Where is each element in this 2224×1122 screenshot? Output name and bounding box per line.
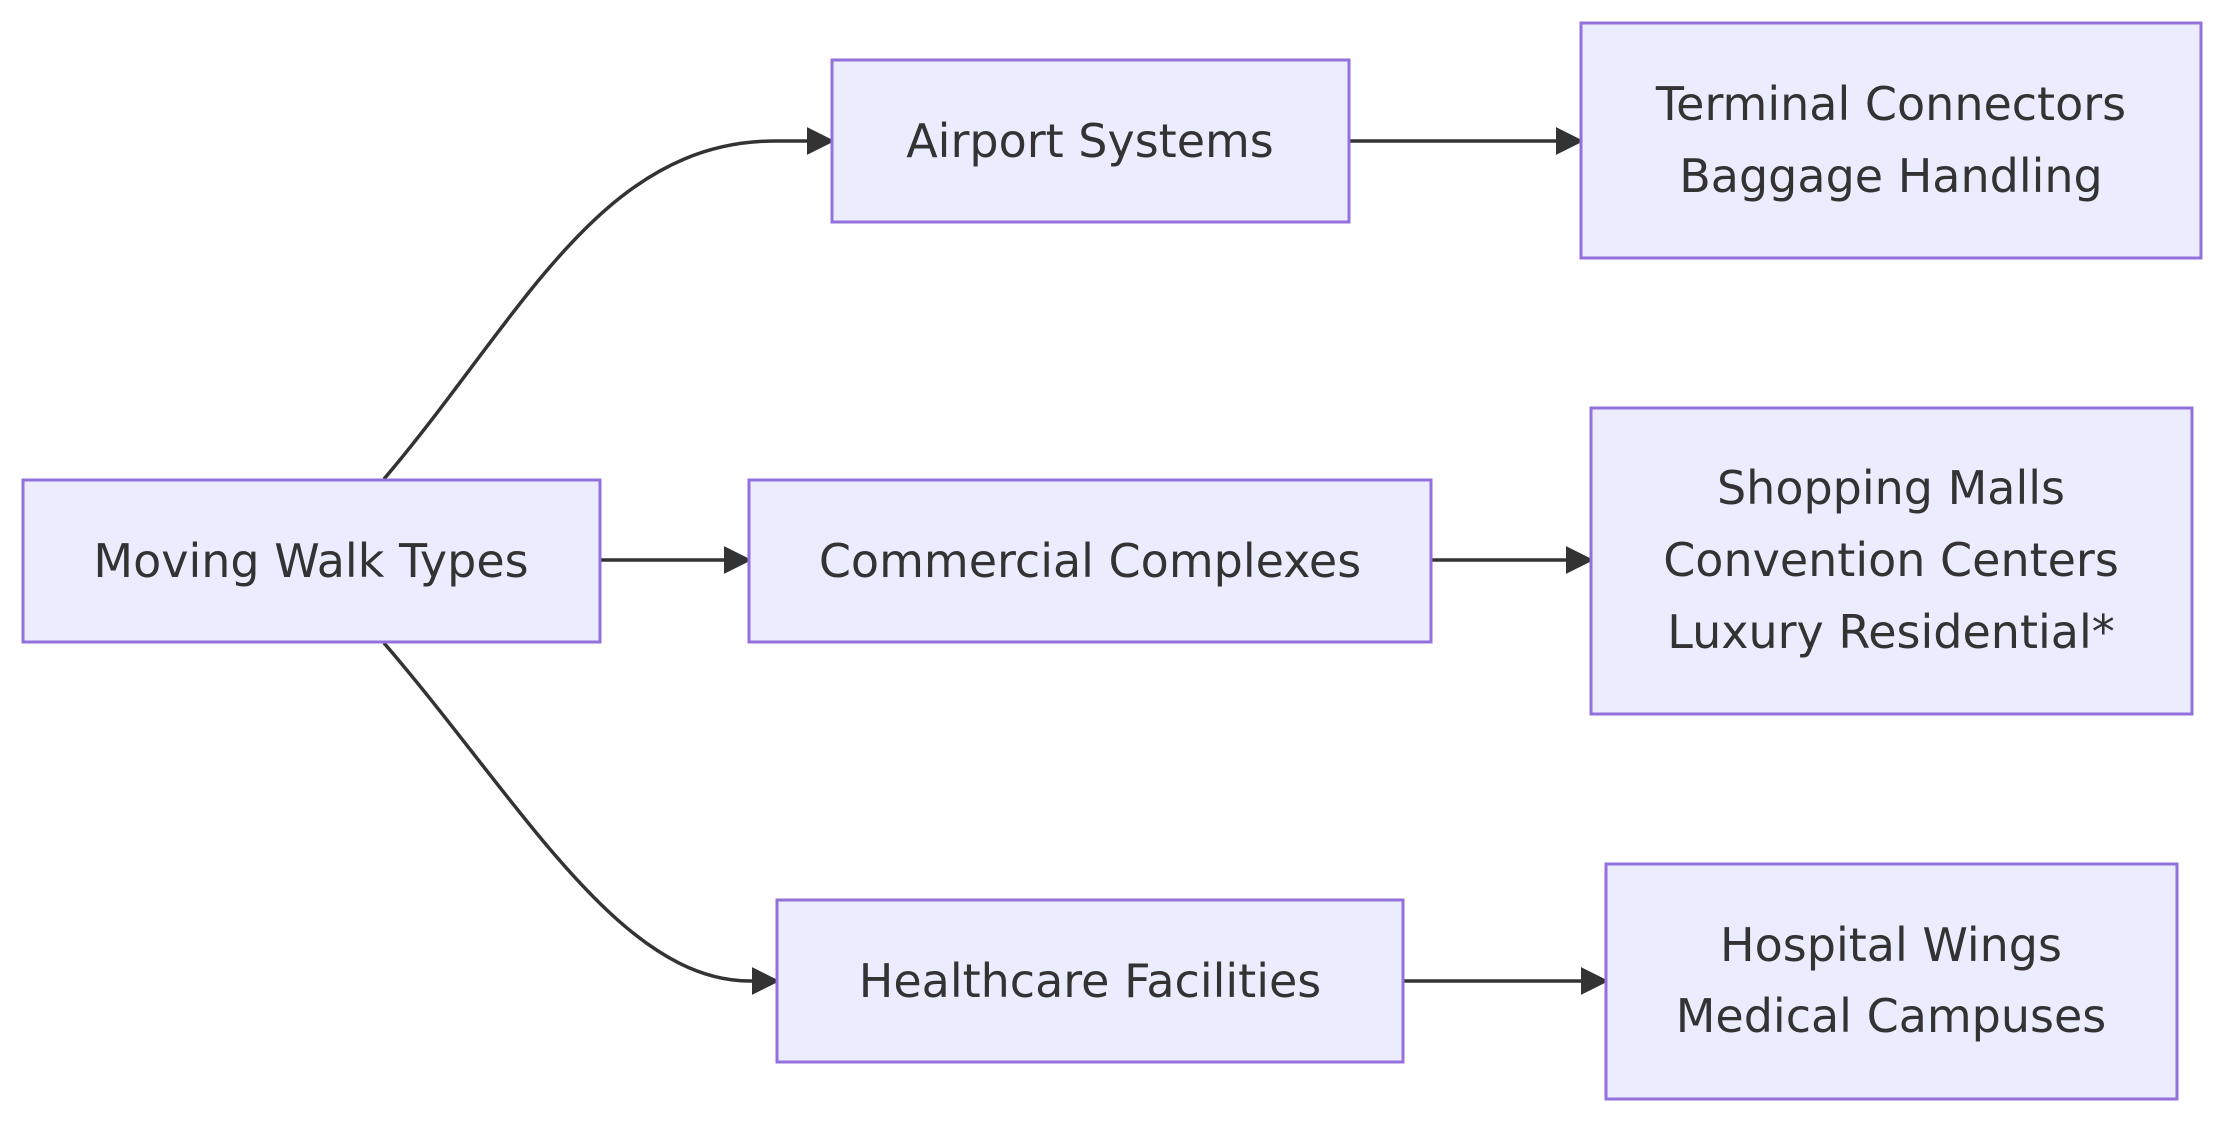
node-box <box>747 478 1433 644</box>
node-healthcare-facilities: Healthcare Facilities <box>775 898 1405 1064</box>
node-airport-systems: Airport Systems <box>830 58 1351 224</box>
node-box <box>1604 862 2179 1101</box>
node-label-line-3: Luxury Residential* <box>1667 605 2115 659</box>
node-box <box>830 58 1351 224</box>
node-label-line-2: Convention Centers <box>1663 533 2119 587</box>
node-box <box>21 478 602 644</box>
node-box <box>1579 21 2203 260</box>
node-commercial-complexes: Commercial Complexes <box>747 478 1433 644</box>
node-box <box>775 898 1405 1064</box>
node-label: Commercial Complexes <box>819 534 1361 588</box>
node-healthcare-applications: Hospital Wings Medical Campuses <box>1604 862 2179 1101</box>
node-label: Moving Walk Types <box>93 534 528 588</box>
node-box <box>1589 406 2194 716</box>
node-label: Airport Systems <box>906 114 1274 168</box>
node-moving-walk-types: Moving Walk Types <box>21 478 602 644</box>
node-label-line-1: Terminal Connectors <box>1655 77 2126 131</box>
edge-root-to-airport <box>382 127 835 481</box>
node-airport-applications: Terminal Connectors Baggage Handling <box>1579 21 2203 260</box>
node-label: Healthcare Facilities <box>859 954 1322 1008</box>
edge-root-to-healthcare <box>382 641 780 995</box>
node-label-line-1: Shopping Malls <box>1717 461 2065 515</box>
node-label-line-2: Baggage Handling <box>1679 149 2103 203</box>
node-label-line-1: Hospital Wings <box>1720 918 2062 972</box>
node-label-line-2: Medical Campuses <box>1676 989 2107 1043</box>
node-commercial-applications: Shopping Malls Convention Centers Luxury… <box>1589 406 2194 716</box>
